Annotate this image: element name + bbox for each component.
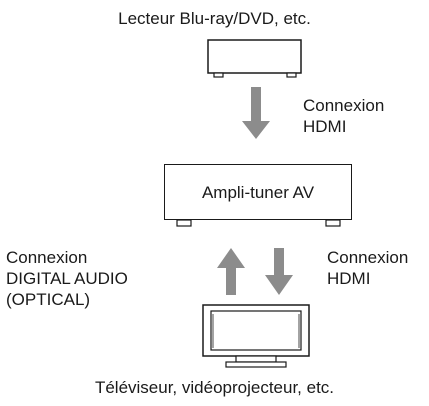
hdmi-connection-label-right: Connexion HDMI [327,247,408,289]
hdmi-connection-label-top: Connexion HDMI [303,95,384,137]
av-receiver-label: Ampli-tuner AV [201,182,315,202]
amplifier-feet [176,219,341,227]
connection-label-line: Connexion [327,248,409,267]
arrow-up-optical [217,248,245,295]
bluray-player-icon [207,39,302,78]
av-receiver-box: Ampli-tuner AV [164,164,352,220]
connection-label-line: Connexion [303,96,385,115]
connection-label-line: HDMI [303,117,347,136]
arrow-down-hdmi [265,248,293,295]
television-icon [202,304,310,368]
connection-label-line: Connexion [6,248,88,267]
connection-label-line: DIGITAL AUDIO [6,269,128,288]
arrow-down-top [242,87,270,139]
bluray-player-label: Lecteur Blu-ray/DVD, etc. [118,9,311,28]
connection-label-line: (OPTICAL) [6,290,91,309]
connection-label-line: HDMI [327,269,371,288]
optical-connection-label: Connexion DIGITAL AUDIO (OPTICAL) [6,247,128,310]
tv-projector-label: Téléviseur, vidéoprojecteur, etc. [94,378,335,397]
